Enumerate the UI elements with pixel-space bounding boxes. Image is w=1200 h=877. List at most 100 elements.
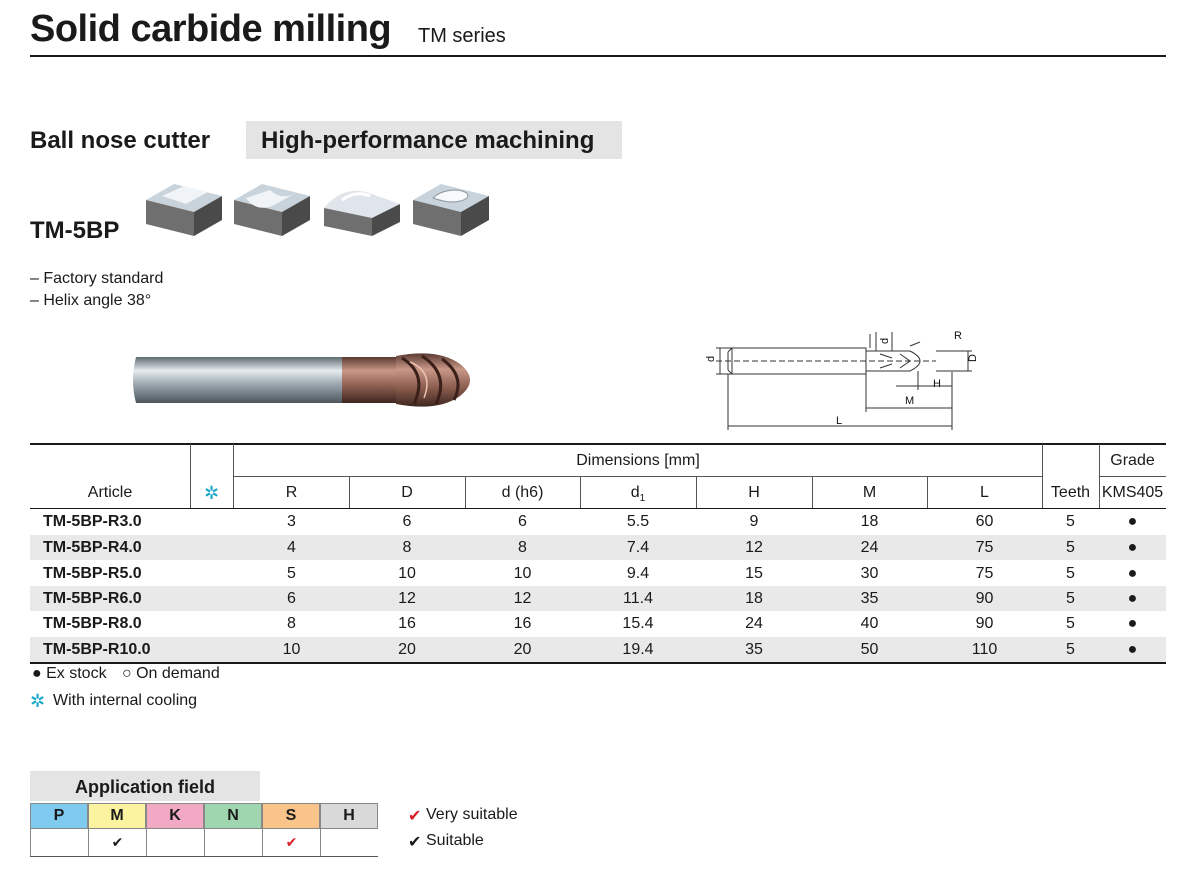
legend-internal-cooling: With internal cooling: [53, 692, 198, 709]
page-title: Solid carbide milling: [30, 8, 392, 50]
header-cooling-icon: ✲: [203, 483, 220, 503]
table-row-article: TM-5BP-R10.0: [43, 641, 151, 658]
column-divider: [465, 476, 466, 508]
application-table-bottom: [30, 856, 378, 857]
table-cell-d1: 7.4: [626, 539, 650, 556]
table-row-article: TM-5BP-R3.0: [43, 513, 142, 530]
table-row-article: TM-5BP-R5.0: [43, 565, 142, 582]
table-cell-r: 6: [287, 590, 296, 607]
table-cell-r: 10: [282, 641, 301, 658]
table-cell-m: 30: [860, 565, 879, 582]
material-k-rating: [146, 829, 204, 856]
feature-helix-angle: – Helix angle 38°: [30, 292, 152, 309]
material-s: S: [262, 803, 320, 829]
table-cell-teeth: 5: [1066, 565, 1075, 582]
header-r: R: [285, 484, 298, 501]
header-article: Article: [87, 484, 133, 501]
table-cell-m: 40: [860, 615, 879, 632]
dimension-drawing: d d R D H M L: [705, 330, 979, 430]
dimensions-group-rule: [234, 476, 1042, 477]
row-stripe: [30, 535, 1166, 560]
model-name: TM-5BP: [30, 217, 120, 244]
drawing-label-diameter: D: [967, 354, 979, 362]
header-d: D: [401, 484, 413, 501]
table-cell-grade: ●: [1127, 641, 1138, 658]
pocket-shape-icon: [413, 184, 489, 236]
table-cell-h: 12: [745, 539, 763, 556]
table-cell-m: 18: [860, 513, 879, 530]
material-n-rating: [204, 829, 262, 856]
table-cell-grade: ●: [1127, 590, 1138, 607]
table-cell-teeth: 5: [1066, 513, 1075, 530]
table-cell-teeth: 5: [1066, 590, 1075, 607]
table-cell-d-h6: 10: [513, 565, 532, 582]
material-p-rating: [30, 829, 88, 856]
legend-on-demand: ○ On demand: [122, 665, 220, 682]
header-m: M: [862, 484, 877, 501]
table-cell-l: 75: [975, 539, 994, 556]
very-suitable-label: Very suitable: [426, 806, 518, 823]
table-cell-l: 110: [971, 641, 998, 658]
table-cell-d: 10: [398, 565, 416, 582]
table-cell-l: 60: [975, 513, 994, 530]
suitable-label: Suitable: [426, 832, 484, 849]
header-d1: d1: [580, 481, 696, 511]
grade-group-rule: [1099, 476, 1166, 477]
table-cell-grade: ●: [1127, 513, 1138, 530]
column-divider: [1042, 444, 1043, 508]
table-cell-d: 12: [398, 590, 416, 607]
feature-factory-standard: – Factory standard: [30, 270, 164, 287]
table-cell-d1: 5.5: [626, 513, 650, 530]
table-cell-grade: ●: [1127, 565, 1138, 582]
drawing-label-h: H: [933, 378, 941, 390]
table-cell-teeth: 5: [1066, 641, 1075, 658]
table-cell-d: 16: [398, 615, 416, 632]
table-cell-r: 3: [287, 513, 296, 530]
grade-group-header: Grade: [1110, 452, 1155, 469]
table-cell-r: 4: [287, 539, 296, 556]
table-cell-teeth: 5: [1066, 615, 1075, 632]
column-divider: [233, 444, 234, 508]
ball-nose-cutter-image: [133, 353, 470, 407]
header-teeth: Teeth: [1050, 484, 1091, 501]
table-cell-l: 90: [975, 590, 994, 607]
table-cell-h: 18: [745, 590, 763, 607]
material-n: N: [204, 803, 262, 829]
very-suitable-icon: ✔: [408, 808, 422, 825]
column-divider: [1099, 444, 1100, 508]
material-h-rating: [320, 829, 378, 856]
material-p: P: [30, 803, 88, 829]
table-cell-h: 9: [749, 513, 759, 530]
header-d-h6: d (h6): [501, 484, 544, 501]
column-divider: [812, 476, 813, 508]
table-cell-d1: 11.4: [623, 590, 653, 607]
header-grade: KMS405: [1101, 484, 1164, 501]
material-m-rating: ✔: [88, 829, 146, 856]
table-cell-h: 15: [745, 565, 763, 582]
table-cell-d: 8: [402, 539, 412, 556]
application-field-title: Application field: [30, 771, 260, 801]
material-m: M: [88, 803, 146, 829]
table-cell-r: 8: [287, 615, 296, 632]
table-cell-d-h6: 20: [513, 641, 532, 658]
series-label: TM series: [418, 25, 506, 47]
header-h: H: [748, 484, 760, 501]
table-cell-d-h6: 12: [513, 590, 532, 607]
dimensions-group-header: Dimensions [mm]: [576, 452, 700, 469]
column-divider: [349, 476, 350, 508]
table-row-article: TM-5BP-R8.0: [43, 615, 142, 632]
convex-shape-icon: [324, 190, 400, 236]
row-stripe: [30, 637, 1166, 662]
cooling-icon: ✲: [30, 691, 46, 711]
drawing-label-m: M: [905, 395, 914, 407]
header-d1-subscript: 1: [639, 493, 646, 505]
table-cell-d: 6: [402, 513, 412, 530]
table-cell-teeth: 5: [1066, 539, 1075, 556]
table-cell-d-h6: 16: [513, 615, 532, 632]
table-bottom-rule: [30, 662, 1166, 664]
groove-shape-icon: [146, 184, 222, 236]
table-cell-l: 90: [975, 615, 994, 632]
application-badge-background: [246, 121, 622, 159]
table-cell-h: 24: [745, 615, 763, 632]
title-divider: [30, 55, 1166, 57]
